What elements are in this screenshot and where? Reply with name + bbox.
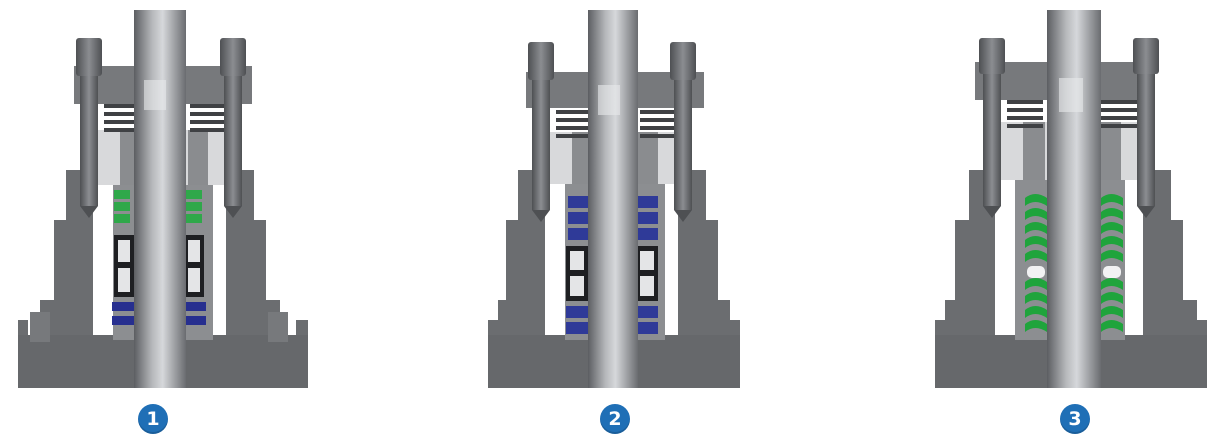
lower-packing-left — [112, 302, 134, 325]
lantern-ring-left — [114, 235, 134, 297]
packing-assembly-diagram-1 — [18, 10, 308, 388]
gland-bolt-right — [1133, 38, 1159, 218]
lantern-ring-right — [184, 235, 204, 297]
chevron-packing-right — [1101, 194, 1123, 332]
packing-assembly-diagram-2 — [488, 10, 740, 388]
disc-springs-left — [104, 104, 138, 132]
packing-assembly-diagram-3 — [935, 10, 1207, 388]
upper-packing-left — [114, 190, 130, 223]
panel-2: 2 — [470, 0, 760, 444]
panel-number-badge-3: 3 — [1060, 404, 1090, 434]
gland-bolt-right — [670, 42, 696, 222]
panel-number-badge-2: 2 — [600, 404, 630, 434]
disc-springs-left — [1007, 100, 1043, 128]
valve-stem — [588, 10, 638, 388]
lantern-ring-left — [566, 246, 588, 301]
disc-springs-right — [1101, 100, 1137, 128]
panel-number-badge-1: 1 — [138, 404, 168, 434]
chevron-packing-left — [1025, 194, 1047, 332]
upper-packing-right — [186, 190, 202, 223]
lantern-ring-right — [636, 246, 658, 301]
panel-1: 1 — [18, 0, 308, 444]
upper-packing-left — [568, 196, 588, 240]
gland-bolt-left — [528, 42, 554, 222]
lower-packing-left — [566, 306, 588, 334]
valve-body — [18, 170, 308, 388]
panel-3: 3 — [925, 0, 1215, 444]
gland-bolt-left — [76, 38, 102, 218]
disc-springs-right — [640, 110, 674, 138]
disc-springs-left — [556, 110, 590, 138]
lower-packing-right — [184, 302, 206, 325]
gland-bolt-right — [220, 38, 246, 218]
valve-stem — [134, 10, 186, 388]
upper-packing-right — [638, 196, 658, 240]
lower-packing-right — [636, 306, 658, 334]
valve-stem — [1047, 10, 1101, 388]
disc-springs-right — [190, 104, 224, 132]
gland-bolt-left — [979, 38, 1005, 218]
